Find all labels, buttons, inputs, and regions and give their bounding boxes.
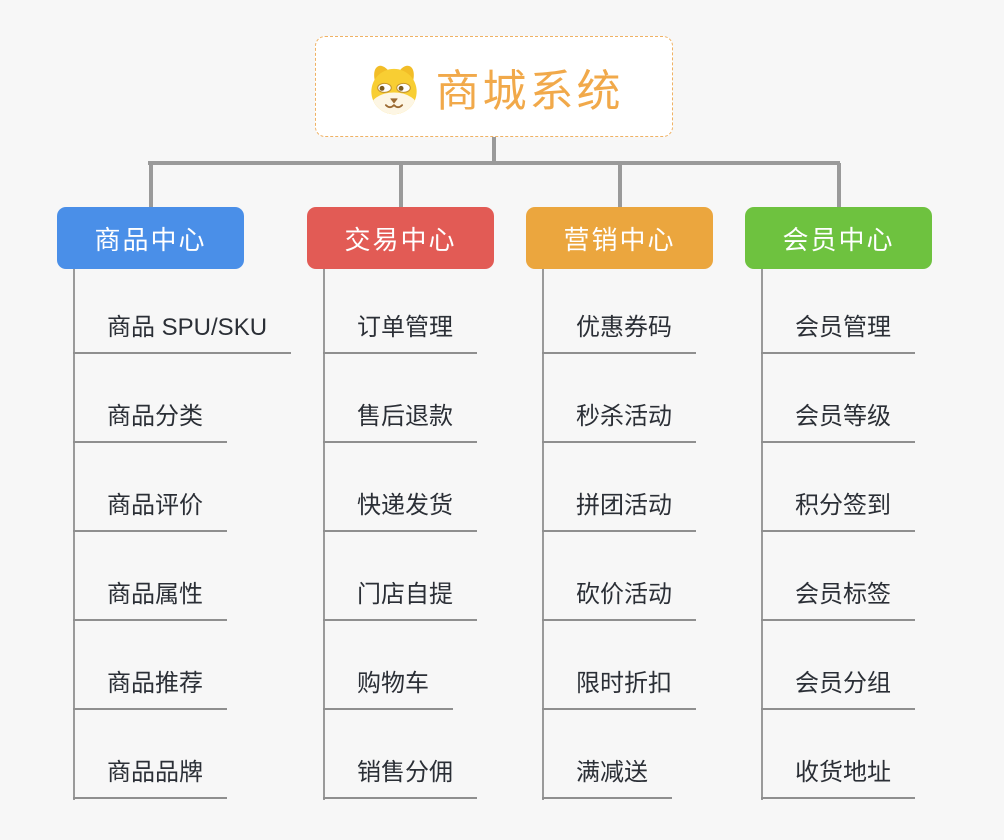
- leaf-item[interactable]: 秒杀活动: [542, 402, 696, 443]
- leaf-item[interactable]: 快递发货: [323, 491, 477, 532]
- leaf-item[interactable]: 销售分佣: [323, 758, 477, 799]
- branch-label: 商品中心: [94, 224, 207, 255]
- branch-children-marketing: 优惠券码 秒杀活动 拼团活动 砍价活动 限时折扣 满减送: [542, 269, 696, 840]
- leaf-item[interactable]: 商品品牌: [73, 758, 227, 799]
- branch-node-trade-center[interactable]: 交易中心: [307, 207, 494, 269]
- leaf-item[interactable]: 收货地址: [761, 758, 915, 799]
- leaf-item[interactable]: 会员分组: [761, 669, 915, 710]
- branch-label: 会员中心: [782, 224, 895, 255]
- connector-children-line: [542, 269, 544, 800]
- root-node[interactable]: 商城系统: [315, 36, 673, 137]
- connector-drop-member: [837, 163, 841, 209]
- leaf-item[interactable]: 砍价活动: [542, 580, 696, 621]
- connector-children-line: [323, 269, 325, 800]
- connector-root-riser: [492, 136, 496, 164]
- leaf-item[interactable]: 积分签到: [761, 491, 915, 532]
- root-title: 商城系统: [435, 66, 624, 116]
- leaf-item[interactable]: 优惠券码: [542, 313, 696, 354]
- leaf-item[interactable]: 售后退款: [323, 402, 477, 443]
- connector-children-line: [761, 269, 763, 800]
- branch-node-member-center[interactable]: 会员中心: [745, 207, 932, 269]
- leaf-item[interactable]: 会员等级: [761, 402, 915, 443]
- branch-label: 营销中心: [563, 224, 676, 255]
- branch-children-product: 商品 SPU/SKU 商品分类 商品评价 商品属性 商品推荐 商品品牌: [73, 269, 292, 840]
- branch-children-member: 会员管理 会员等级 积分签到 会员标签 会员分组 收货地址: [761, 269, 915, 840]
- connector-children-line: [73, 269, 75, 800]
- leaf-item[interactable]: 商品分类: [73, 402, 227, 443]
- branch-node-product-center[interactable]: 商品中心: [57, 207, 244, 269]
- leaf-item[interactable]: 限时折扣: [542, 669, 696, 710]
- leaf-item[interactable]: 门店自提: [323, 580, 477, 621]
- connector-drop-marketing: [618, 163, 622, 209]
- leaf-item[interactable]: 会员标签: [761, 580, 915, 621]
- leaf-item[interactable]: 商品 SPU/SKU: [73, 313, 292, 354]
- connector-drop-trade: [399, 163, 403, 209]
- branch-children-trade: 订单管理 售后退款 快递发货 门店自提 购物车 销售分佣: [323, 269, 477, 840]
- connector-drop-product: [149, 163, 153, 209]
- leaf-item[interactable]: 商品评价: [73, 491, 227, 532]
- leaf-item[interactable]: 满减送: [542, 758, 672, 799]
- connector-bus: [148, 161, 840, 165]
- leaf-item[interactable]: 会员管理: [761, 313, 915, 354]
- dog-face-icon: [365, 58, 423, 116]
- branch-node-marketing-center[interactable]: 营销中心: [526, 207, 713, 269]
- leaf-item[interactable]: 购物车: [323, 669, 453, 710]
- branch-label: 交易中心: [344, 224, 457, 255]
- leaf-item[interactable]: 拼团活动: [542, 491, 696, 532]
- leaf-item[interactable]: 订单管理: [323, 313, 477, 354]
- leaf-item[interactable]: 商品推荐: [73, 669, 227, 710]
- leaf-item[interactable]: 商品属性: [73, 580, 227, 621]
